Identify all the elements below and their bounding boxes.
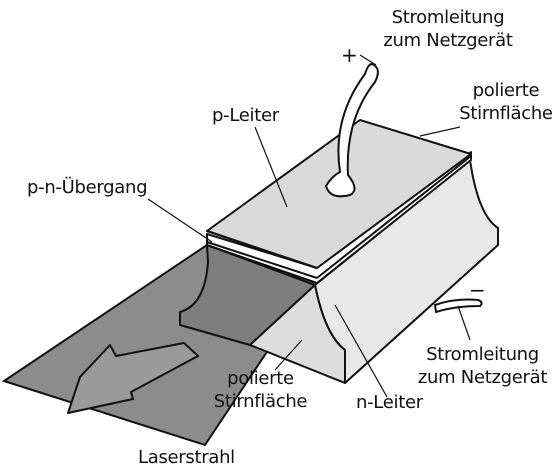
label-n-conductor: n-Leiter	[356, 392, 423, 413]
label-polished-top-line2: Stirnfläche	[459, 103, 553, 124]
label-power-top-line1: Stromleitung	[391, 7, 505, 28]
label-polished-top: polierte Stirnfläche	[450, 79, 560, 125]
label-power-top: Stromleitung zum Netzgerät	[373, 6, 523, 52]
label-polished-top-line1: polierte	[472, 80, 540, 101]
bottom-power-wire	[434, 298, 483, 313]
leader-n-conductor	[334, 304, 388, 398]
plus-sign: +	[341, 43, 358, 67]
label-pn-junction: p-n-Übergang	[27, 177, 148, 198]
minus-sign: −	[469, 278, 486, 302]
n-conductor-end-face	[249, 284, 346, 384]
label-polished-bottom: polierte Stirnfläche	[208, 367, 313, 413]
n-conductor-front-face	[179, 244, 316, 346]
label-polished-bottom-line1: polierte	[227, 368, 294, 389]
label-power-bottom-line2: zum Netzgerät	[417, 367, 548, 388]
top-power-wire	[325, 63, 379, 198]
label-p-conductor: p-Leiter	[212, 105, 279, 126]
laser-beam-arrow	[67, 342, 199, 414]
label-power-bottom-line1: Stromleitung	[426, 344, 539, 365]
leader-p-conductor	[254, 126, 288, 208]
leader-power-bottom	[457, 305, 471, 341]
leader-power-top	[359, 54, 377, 66]
leader-polished-bottom	[274, 339, 303, 371]
label-polished-bottom-line2: Stirnfläche	[213, 391, 308, 412]
label-power-top-line2: zum Netzgerät	[383, 30, 513, 51]
leader-pn-junction	[147, 198, 213, 243]
label-power-bottom: Stromleitung zum Netzgerät	[410, 343, 555, 389]
label-laser-beam: Laserstrahl	[138, 447, 235, 468]
leader-polished-top	[419, 126, 461, 137]
